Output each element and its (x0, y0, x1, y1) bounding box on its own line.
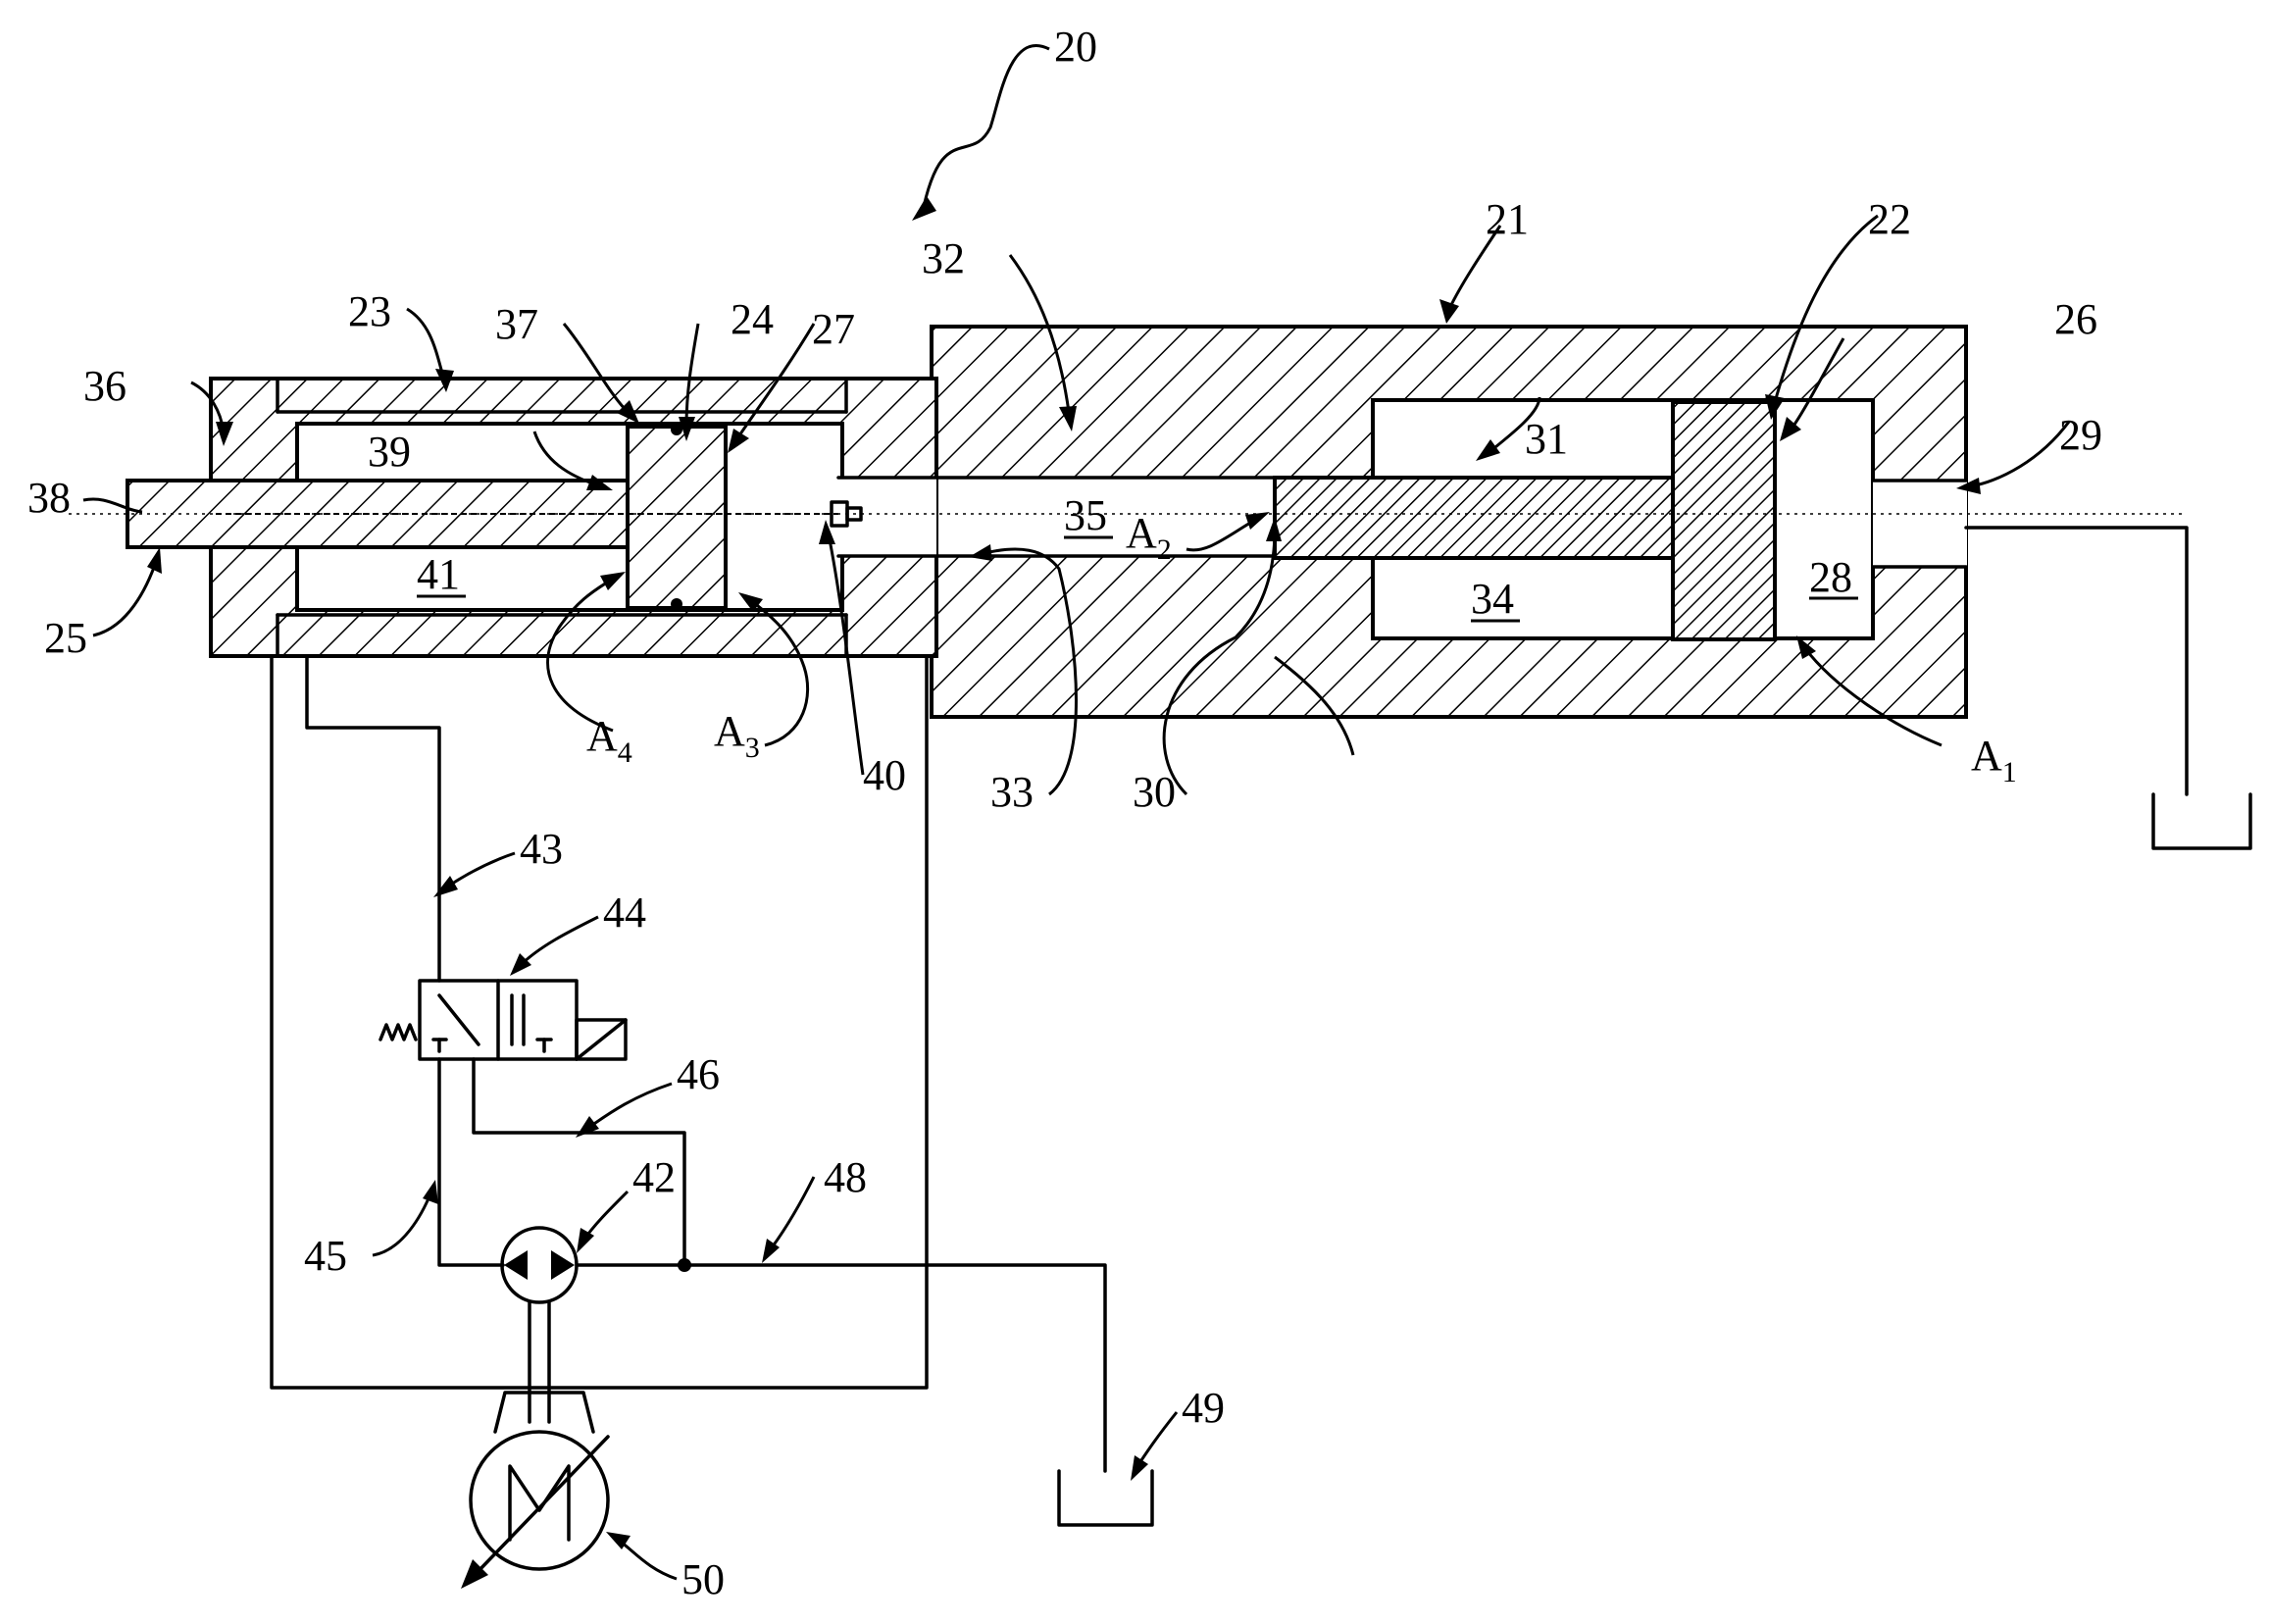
label-34: 34 (1471, 575, 1514, 623)
area-label-a1: A1 (1971, 732, 2017, 788)
label-38: 38 (27, 474, 71, 522)
label-40: 40 (863, 751, 906, 799)
label-32: 32 (922, 234, 965, 282)
label-36: 36 (83, 362, 126, 410)
label-26: 26 (2054, 295, 2097, 343)
label-25: 25 (44, 614, 87, 662)
label-50: 50 (681, 1555, 725, 1603)
label-21: 21 (1486, 195, 1529, 243)
label-37: 37 (495, 300, 538, 348)
label-20: 20 (1054, 23, 1097, 71)
label-35: 35 (1064, 491, 1107, 539)
label-22: 22 (1868, 195, 1911, 243)
label-49: 49 (1182, 1384, 1225, 1432)
label-41: 41 (417, 550, 460, 598)
area-label-a3: A3 (714, 707, 760, 764)
label-44: 44 (603, 888, 646, 937)
label-45: 45 (304, 1232, 347, 1280)
label-31: 31 (1525, 415, 1568, 463)
label-27: 27 (812, 305, 855, 353)
label-48: 48 (824, 1153, 867, 1201)
area-label-a4: A4 (586, 712, 632, 769)
label-42: 42 (632, 1153, 676, 1201)
label-23: 23 (348, 287, 391, 335)
label-28: 28 (1809, 553, 1852, 601)
reference-numerals: 20 21 22 23 24 25 26 27 28 29 30 31 32 3… (27, 23, 2102, 1603)
label-39: 39 (368, 428, 411, 476)
label-33: 33 (990, 768, 1034, 816)
leader-lines (83, 45, 2069, 1579)
label-43: 43 (520, 825, 563, 873)
label-24: 24 (731, 295, 774, 343)
label-46: 46 (677, 1050, 720, 1098)
label-30: 30 (1133, 768, 1176, 816)
label-29: 29 (2059, 411, 2102, 459)
motor-symbol (461, 1393, 608, 1589)
